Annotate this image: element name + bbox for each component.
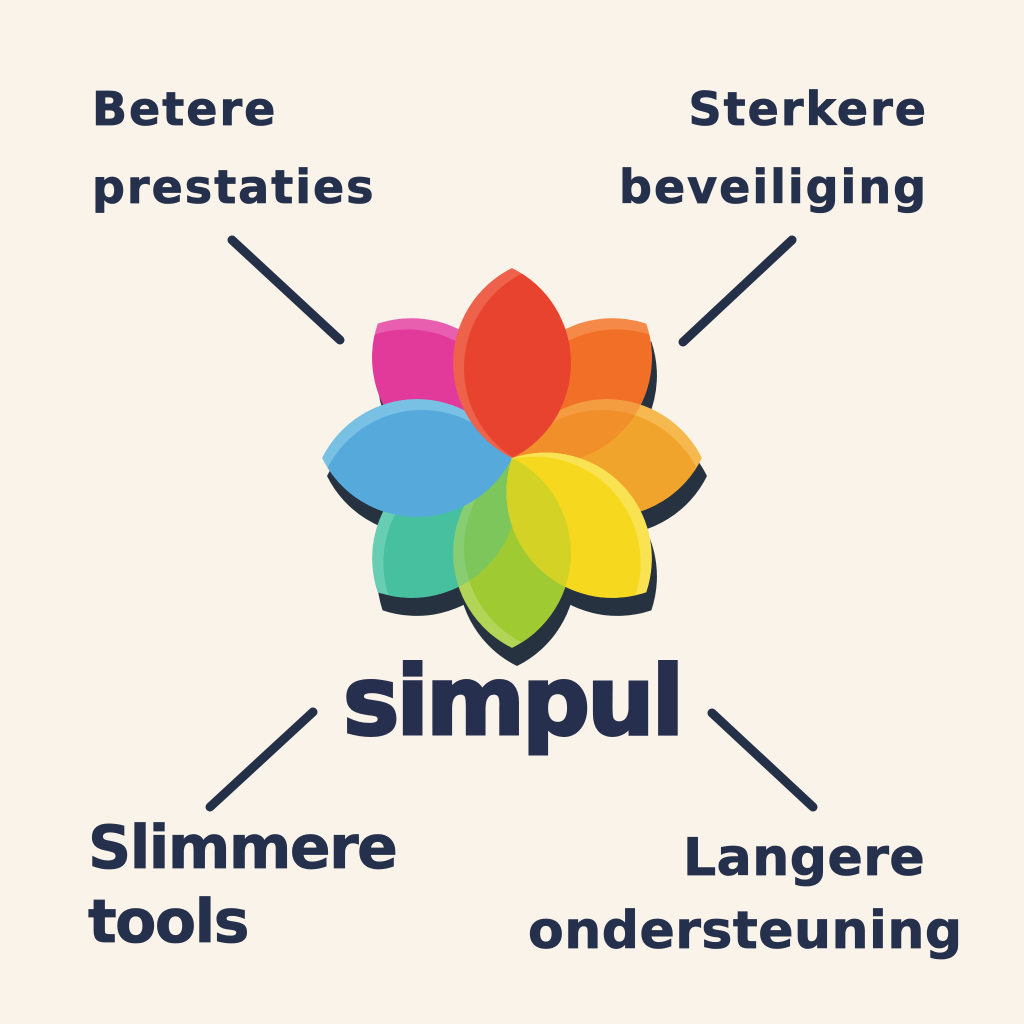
label-top-left: Betere prestaties	[92, 70, 376, 226]
connectors	[205, 235, 818, 812]
label-bottom-right-line2: ondersteuning	[528, 901, 963, 961]
label-line: Slimmere	[88, 813, 399, 883]
label-line: tools	[88, 887, 250, 957]
label-line: Betere	[92, 82, 278, 137]
label-top-right: Sterkere beveiliging	[619, 70, 928, 226]
connector-top-left	[227, 235, 345, 345]
connector-top-right	[678, 235, 797, 347]
connector-bottom-left	[205, 707, 318, 812]
label-line: beveiliging	[619, 160, 928, 215]
flower	[322, 268, 702, 648]
connector-bottom-right	[707, 708, 818, 812]
label-line: prestaties	[92, 160, 376, 215]
label-bottom-left: Slimmere tools	[88, 813, 399, 957]
logo-wordmark: simpul	[341, 647, 685, 757]
label-bottom-right-line1: Langere	[683, 828, 926, 888]
label-line: Sterkere	[688, 82, 928, 137]
